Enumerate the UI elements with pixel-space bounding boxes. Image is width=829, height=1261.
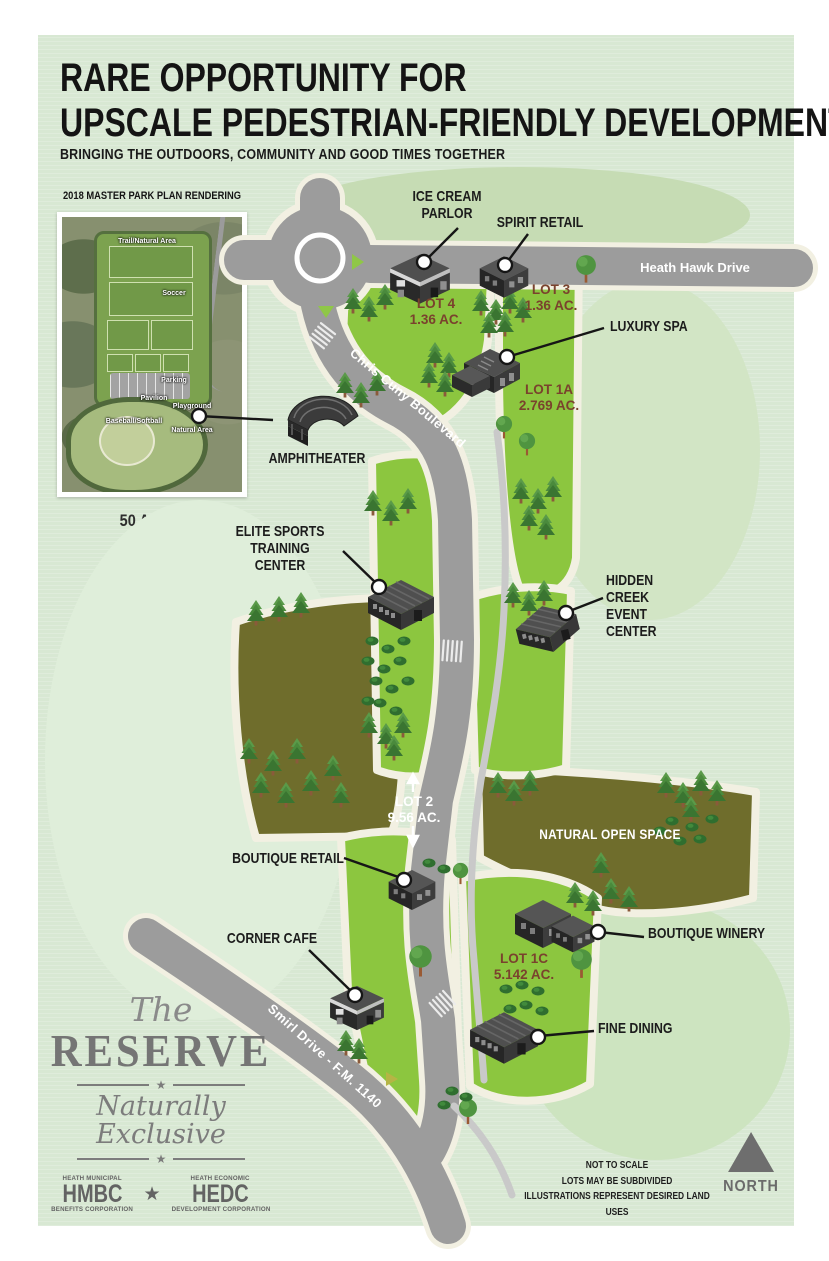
callout-luxury-spa: LUXURY SPA	[610, 318, 688, 335]
north-label: NORTH	[723, 1178, 779, 1195]
hmbc-logo: HEATH MUNICIPAL HMBC BENEFITS CORPORATIO…	[51, 1175, 134, 1213]
hedc-logo: HEATH ECONOMIC HEDC DEVELOPMENT CORPORAT…	[171, 1175, 271, 1213]
logo-name: RESERVE	[50, 1026, 272, 1076]
callout-amphitheater: AMPHITHEATER	[268, 450, 366, 467]
inset-baseball-diamond	[99, 416, 155, 466]
inset-ballfields-park	[66, 397, 208, 492]
inset-sports-fields	[94, 231, 212, 407]
inset-label-soccer: Soccer	[162, 290, 186, 297]
callout-elite-sports: ELITE SPORTS TRAINING CENTER	[235, 523, 325, 574]
heath-hawk-drive-label: Heath Hawk Drive	[640, 260, 750, 275]
callout-ice-cream-parlor: ICE CREAM PARLOR	[412, 188, 482, 222]
star-icon: ★	[143, 1183, 161, 1205]
inset-parking-lot	[110, 373, 190, 399]
north-arrow-icon	[727, 1132, 774, 1172]
inset-label-natural-area: Natural Area	[171, 427, 213, 434]
callout-boutique-retail: BOUTIQUE RETAIL	[232, 850, 344, 867]
disclaimer-text: NOT TO SCALE LOTS MAY BE SUBDIVIDED ILLU…	[524, 1159, 710, 1218]
callout-spirit-retail: SPIRIT RETAIL	[496, 214, 584, 231]
inset-label-playground: Playground	[172, 403, 212, 410]
reserve-logo: The RESERVE ★ Naturally Exclusive ★ HEAT…	[45, 990, 277, 1214]
star-icon: ★	[155, 1078, 167, 1092]
callout-boutique-winery: BOUTIQUE WINERY	[648, 925, 766, 942]
page-title-line1: RARE OPPORTUNITY FOR	[60, 56, 467, 100]
inset-label-parking: Parking	[161, 377, 187, 384]
north-indicator: NORTH	[720, 1132, 782, 1196]
callout-fine-dining: FINE DINING	[598, 1020, 673, 1037]
inset-title: 2018 MASTER PARK PLAN RENDERING	[62, 190, 242, 202]
page-title-line2: UPSCALE PEDESTRIAN-FRIENDLY DEVELOPMENT	[60, 101, 829, 145]
logo-divider-bottom: ★	[45, 1153, 277, 1165]
master-park-plan-inset: Trail/Natural Area Soccer Parking Pavili…	[57, 212, 247, 497]
star-icon: ★	[155, 1152, 167, 1166]
logo-divider-top: ★	[45, 1079, 277, 1091]
callout-hidden-creek: HIDDEN CREEK EVENT CENTER	[606, 572, 657, 640]
logo-tagline: Naturally Exclusive	[96, 1091, 226, 1150]
inset-label-trail: Trail/Natural Area	[118, 238, 176, 245]
org-logos: HEATH MUNICIPAL HMBC BENEFITS CORPORATIO…	[45, 1175, 277, 1213]
natural-open-space-label: NATURAL OPEN SPACE	[539, 826, 681, 842]
callout-corner-cafe: CORNER CAFE	[226, 930, 318, 947]
page-subtitle: BRINGING THE OUTDOORS, COMMUNITY AND GOO…	[60, 147, 506, 163]
inset-label-pavilion: Pavilion	[140, 395, 168, 402]
inset-label-baseball: Baseball/Softball	[105, 418, 163, 425]
logo-the: The	[129, 990, 193, 1029]
